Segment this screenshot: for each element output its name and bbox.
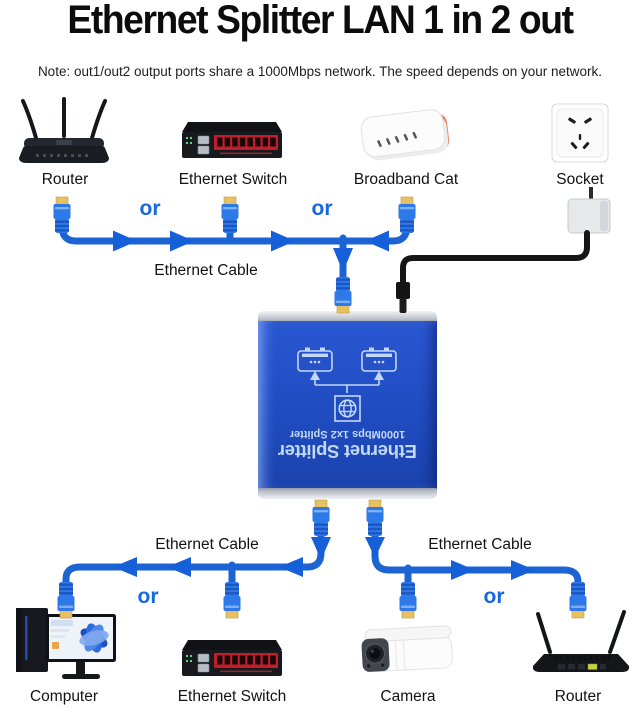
rj45-connector (398, 196, 416, 234)
rj45-connector (53, 196, 71, 234)
power-cable (400, 230, 590, 291)
broadband-cat-icon (360, 109, 450, 161)
or-label: or (137, 585, 159, 608)
rj45-connector (223, 581, 241, 619)
ethernet-cable-right-label: Ethernet Cable (428, 536, 532, 553)
ethernet-switch-icon (182, 122, 282, 158)
rj45-connector (57, 581, 75, 619)
page-note: Note: out1/out2 output ports share a 100… (37, 64, 603, 79)
rj45-connector (366, 499, 384, 537)
splitter-bottom-edge (258, 488, 437, 499)
ethernet-switch-top-label: Ethernet Switch (178, 171, 288, 188)
rj45-connector (569, 581, 587, 619)
router-top-label: Router (41, 171, 89, 188)
splitter-print: Ethernet Splitter 1000Mbps 1x2 Splitter (258, 321, 437, 489)
socket-label: Socket (556, 171, 604, 188)
splitter-body: Ethernet Splitter 1000Mbps 1x2 Splitter (258, 321, 437, 489)
page-title: Ethernet Splitter LAN 1 in 2 out (67, 0, 574, 42)
ethernet-switch-bottom-label: Ethernet Switch (177, 688, 287, 705)
rj45-connector (312, 499, 330, 537)
flow-arrows (113, 230, 535, 580)
broadband-cat-label: Broadband Cat (353, 171, 459, 188)
ethernet-switch-icon (182, 640, 282, 676)
camera-icon (361, 625, 453, 672)
camera-label: Camera (380, 688, 436, 705)
ethernet-cable-left-label: Ethernet Cable (155, 536, 259, 553)
port-split-icon (297, 347, 398, 393)
bottom-cable-paths (62, 528, 582, 590)
router-icon (532, 610, 630, 672)
rj45-connector (399, 581, 417, 619)
computer-label: Computer (29, 688, 99, 705)
computer-icon (16, 608, 116, 679)
splitter-device: Ethernet Splitter 1000Mbps 1x2 Splitter (258, 311, 437, 499)
or-label: or (311, 197, 333, 220)
or-label: or (483, 585, 505, 608)
or-label: or (139, 197, 161, 220)
rj45-connector (221, 196, 239, 234)
ethernet-cable-top-label: Ethernet Cable (154, 262, 258, 279)
router-bottom-label: Router (554, 688, 602, 705)
socket-icon (551, 103, 609, 163)
splitter-top-edge (258, 311, 437, 322)
power-adapter (567, 187, 611, 234)
router-icon (19, 97, 109, 163)
rj45-connector (334, 276, 352, 314)
globe-icon (334, 395, 361, 422)
power-plug (396, 282, 410, 313)
